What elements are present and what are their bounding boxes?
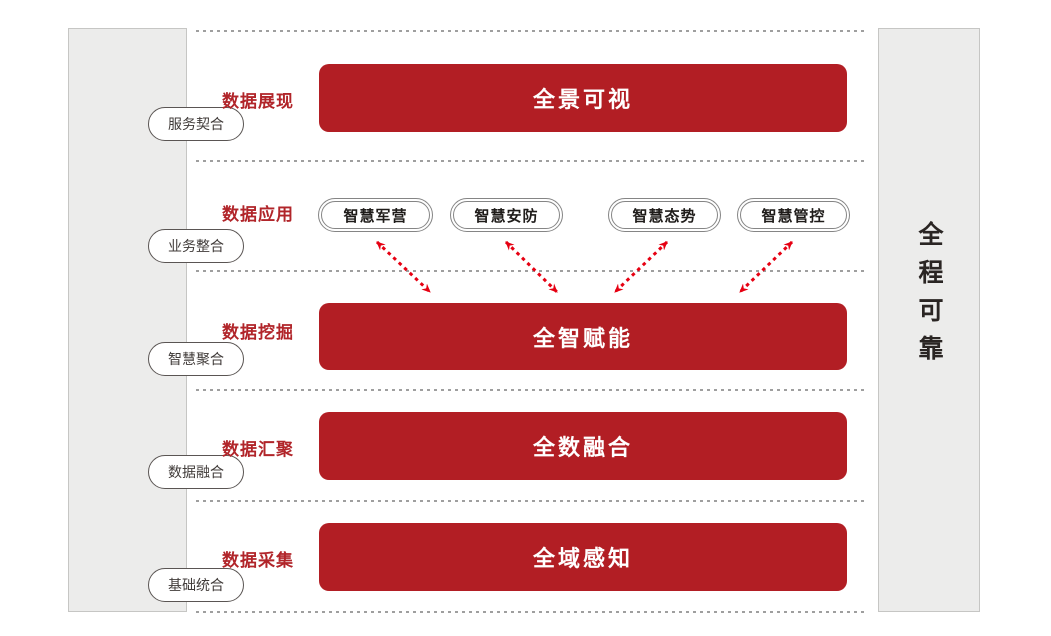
capability-pill-data-fusion: 数据融合 [148,455,244,489]
app-pill-label: 智慧态势 [611,201,718,229]
app-pill-smart-security: 智慧安防 [450,198,563,232]
layer-label-data-display: 数据展现 [222,92,294,111]
layer-label-data-collection: 数据采集 [222,551,294,570]
app-pill-smart-control: 智慧管控 [737,198,850,232]
app-pill-smart-situation: 智慧态势 [608,198,721,232]
bar-full-data-fusion: 全数融合 [319,412,847,480]
dotted-divider [196,160,866,162]
bidirectional-arrow-icon [504,240,559,294]
right-reliability-panel: 全程可靠 [878,28,980,612]
bidirectional-arrow-icon [375,240,432,294]
app-pill-label: 智慧安防 [453,201,560,229]
app-pill-smart-barracks: 智慧军营 [318,198,433,232]
bidirectional-arrow-icon [613,240,669,294]
app-pill-label: 智慧军营 [321,201,430,229]
dotted-divider [196,611,866,613]
bidirectional-arrow-icon [738,240,794,294]
left-capability-panel: 服务契合 业务整合 智慧聚合 数据融合 基础统合 [68,28,244,612]
capability-pill-business-integration: 业务整合 [148,229,244,263]
capability-pill-service-fit: 服务契合 [148,107,244,141]
capability-pill-smart-aggregation: 智慧聚合 [148,342,244,376]
layer-label-data-application: 数据应用 [222,205,294,224]
capability-pill-basic-unification: 基础统合 [148,568,244,602]
app-pill-label: 智慧管控 [740,201,847,229]
dotted-divider [196,500,866,502]
dotted-divider [196,389,866,391]
bar-panoramic-visibility: 全景可视 [319,64,847,132]
bar-full-domain-sensing: 全域感知 [319,523,847,591]
bar-smart-empowerment: 全智赋能 [319,303,847,370]
layer-label-data-convergence: 数据汇聚 [222,440,294,459]
connection-arrows [375,240,794,294]
layer-label-data-mining: 数据挖掘 [222,323,294,342]
vertical-title: 全程可靠 [915,221,943,373]
dotted-divider [196,30,866,32]
